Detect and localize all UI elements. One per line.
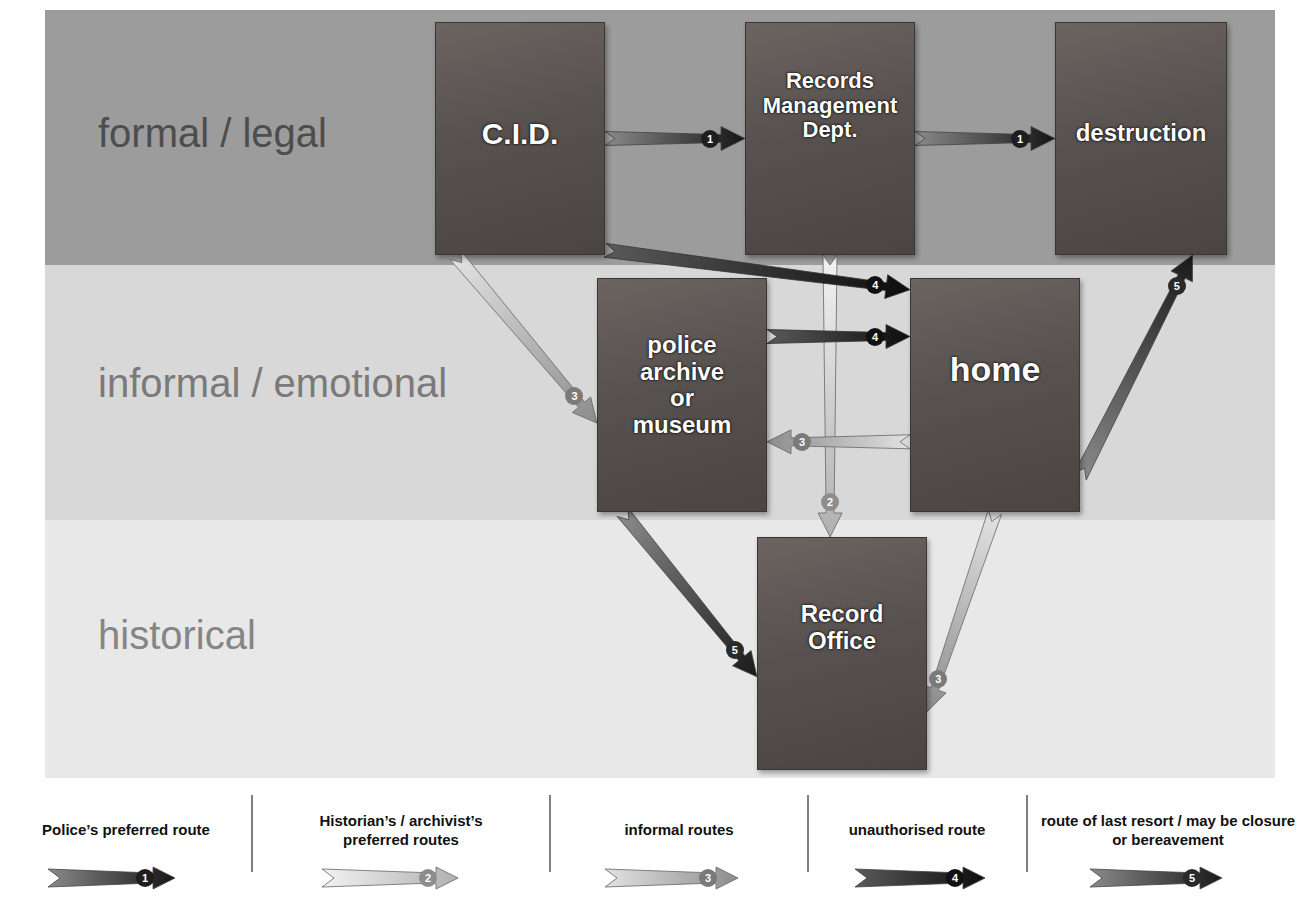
number-badge: 4: [946, 869, 964, 887]
legend-text: Police’s preferred route: [11, 820, 241, 840]
band-label: historical: [98, 612, 256, 658]
route-arrow: [450, 251, 597, 424]
legend-arrow: [48, 867, 175, 889]
number-badge: 2: [821, 493, 839, 511]
file-label: destruction: [1063, 120, 1219, 147]
route-arrow: [605, 127, 745, 151]
band-label: informal / emotional: [98, 360, 447, 406]
number-badge: 3: [699, 869, 717, 887]
number-badge: 5: [1183, 869, 1201, 887]
number-badge: 1: [1011, 130, 1029, 148]
number-badge: 4: [866, 328, 884, 346]
file-label: C.I.D.: [445, 117, 595, 151]
number-badge: 4: [866, 276, 884, 294]
route-arrow: [617, 508, 757, 677]
route-number: 3: [929, 670, 947, 688]
file-label: police archive or museum: [626, 332, 738, 440]
route-number: 2: [821, 493, 839, 511]
route-arrow: [818, 255, 842, 537]
record-file: destruction: [1055, 22, 1227, 255]
legend-number: 4: [946, 869, 964, 887]
legend-text: informal routes: [564, 820, 794, 840]
legend-entry: Historian’s / archivist’s preferred rout…: [286, 811, 516, 850]
route-arrow: [604, 243, 910, 298]
legend-entry: Police’s preferred route: [11, 820, 241, 840]
route-arrow: [1074, 255, 1193, 480]
route-arrow: [915, 127, 1055, 151]
legend-separator: [1026, 795, 1028, 872]
legend-number: 3: [699, 869, 717, 887]
legend-separator: [251, 795, 253, 872]
number-badge: 5: [726, 641, 744, 659]
legend-text: Historian’s / archivist’s preferred rout…: [286, 811, 516, 850]
file-label: home: [920, 350, 1070, 388]
legend-entry: unauthorised route: [817, 820, 1017, 840]
legend-entry: informal routes: [564, 820, 794, 840]
route-arrow: [767, 325, 910, 349]
legend-separator: [807, 795, 809, 872]
route-number: 3: [565, 387, 583, 405]
record-file: police archive or museum: [597, 278, 767, 512]
route-number: 1: [1011, 130, 1029, 148]
number-badge: 3: [565, 387, 583, 405]
record-file: Records Management Dept.: [745, 22, 915, 255]
route-arrow: [767, 430, 910, 454]
number-badge: 1: [136, 869, 154, 887]
legend-arrow: [1090, 867, 1222, 889]
region-band: informal / emotional police archive or mu…: [45, 265, 1275, 520]
legend-separator: [549, 795, 551, 872]
route-number: 1: [701, 130, 719, 148]
legend-number: 5: [1183, 869, 1201, 887]
record-file: Record Office: [757, 537, 927, 770]
file-label: Record Office: [777, 601, 907, 655]
legend-number: 1: [136, 869, 154, 887]
record-file: home: [910, 278, 1080, 512]
number-badge: 3: [793, 433, 811, 451]
number-badge: 1: [701, 130, 719, 148]
number-badge: 5: [1168, 277, 1186, 295]
route-number: 5: [726, 641, 744, 659]
route-number: 3: [793, 433, 811, 451]
legend-text: route of last resort / may be closure or…: [1037, 811, 1299, 850]
route-number: 5: [1168, 277, 1186, 295]
legend-number: 2: [419, 869, 437, 887]
legend-arrow: [322, 867, 458, 889]
band-label: formal / legal: [98, 110, 327, 156]
route-number: 4: [866, 276, 884, 294]
legend-text: unauthorised route: [817, 820, 1017, 840]
file-label: Records Management Dept.: [755, 69, 905, 143]
record-file: C.I.D.: [435, 22, 605, 255]
route-arrow: [923, 510, 1001, 712]
number-badge: 2: [419, 869, 437, 887]
route-number: 4: [866, 328, 884, 346]
legend-arrow: [855, 867, 985, 889]
legend-entry: route of last resort / may be closure or…: [1037, 811, 1299, 850]
number-badge: 3: [929, 670, 947, 688]
legend-arrow: [605, 867, 738, 889]
